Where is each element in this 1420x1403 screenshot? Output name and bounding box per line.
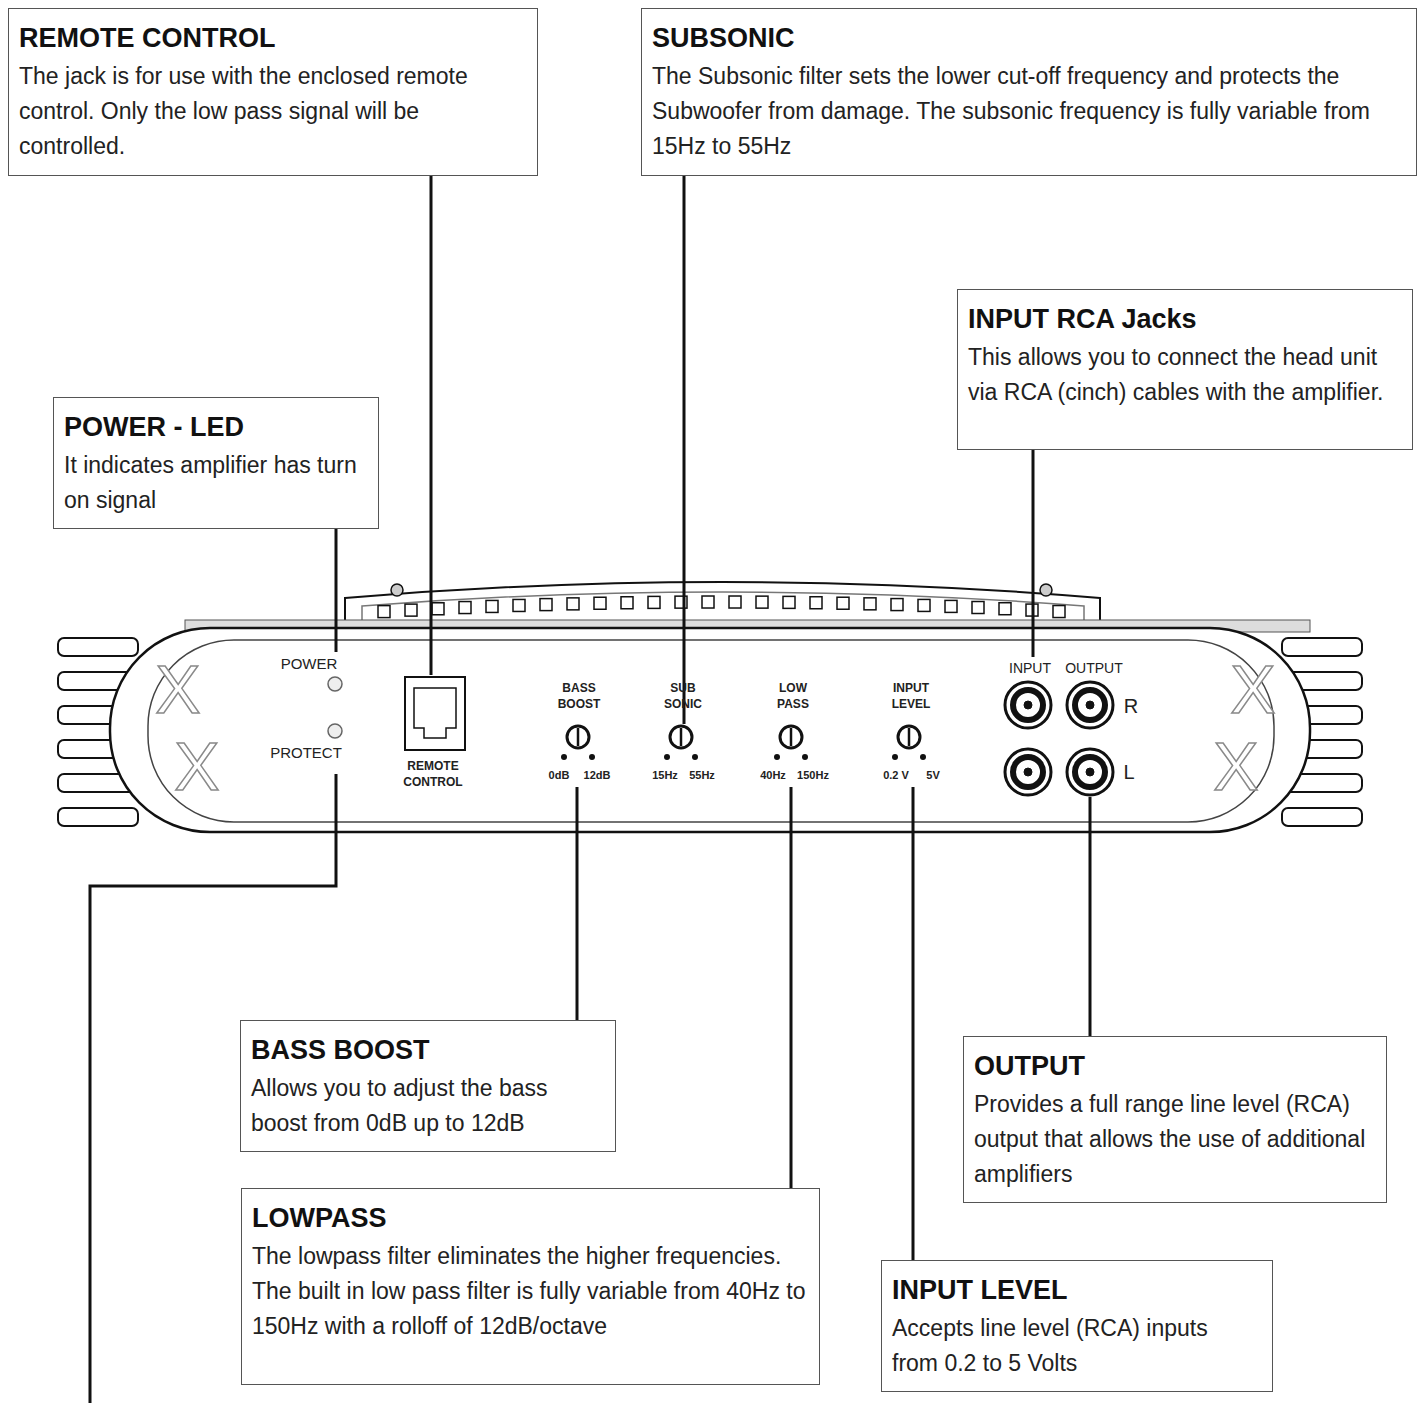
panel-label: 55Hz (689, 769, 715, 782)
logo-mark: X (155, 655, 200, 723)
vent-slot (999, 603, 1011, 615)
amplifier-body (110, 628, 1310, 832)
control-knob (561, 726, 595, 760)
callout-heading: REMOTE CONTROL (19, 21, 525, 55)
panel-label: L (1123, 760, 1134, 784)
callout-heading: INPUT RCA Jacks (968, 302, 1400, 336)
callout-heading: LOWPASS (252, 1201, 807, 1235)
callout-heading: SUBSONIC (652, 21, 1404, 55)
callout-box: INPUT RCA JacksThis allows you to connec… (957, 289, 1413, 450)
screw (1040, 584, 1052, 596)
vent-slot (837, 597, 849, 609)
vent-slot (432, 603, 444, 615)
callout-box: REMOTE CONTROL The jack is for use with t… (8, 8, 538, 176)
callout-body: The Subsonic filter sets the lower cut-o… (652, 59, 1404, 164)
panel-label: 15Hz (652, 769, 678, 782)
callout-body: Provides a full range line level (RCA) o… (974, 1087, 1374, 1192)
logo-mark: X (174, 732, 219, 800)
vent-slot (459, 602, 471, 614)
callout-body: Accepts line level (RCA) inputs from 0.2… (892, 1311, 1260, 1381)
vent-slot (1053, 606, 1065, 618)
cooling-fin (1282, 808, 1362, 826)
vent-slot (648, 596, 660, 608)
callout-heading: POWER - LED (64, 410, 366, 444)
rca-jacks (1005, 682, 1113, 795)
callout-box: INPUT LEVEL Accepts line level (RCA) inpu… (881, 1260, 1273, 1392)
panel-label: 0.2 V (883, 769, 909, 782)
panel-label: REMOTE CONTROL (393, 758, 473, 790)
control-knob (664, 726, 698, 760)
leader-line (576, 787, 579, 1020)
leader-line (683, 176, 686, 724)
remote-jack (405, 677, 465, 750)
control-knob (892, 726, 926, 760)
vent-slot (918, 599, 930, 611)
vent-slot (405, 604, 417, 616)
logo-mark: X (1213, 732, 1258, 800)
vent-slot (810, 597, 822, 609)
callout-box: POWER - LED It indicates amplifier has tu… (53, 397, 379, 529)
vent-slot (513, 599, 525, 611)
leader-line (790, 787, 793, 1188)
callout-box: OUTPUT Provides a full range line level (… (963, 1036, 1387, 1203)
callout-box: SUBSONIC The Subsonic filter sets the low… (641, 8, 1417, 176)
vent-slot (594, 597, 606, 609)
control-knob (774, 726, 808, 760)
panel-label: PROTECT (270, 744, 342, 762)
vent-slot (540, 599, 552, 611)
power-led (328, 677, 342, 691)
panel-label: 150Hz (797, 769, 829, 782)
callout-box: BASS BOOST Allows you to adjust the bass … (240, 1020, 616, 1152)
vent-slot (702, 596, 714, 608)
logo-mark: X (1230, 655, 1275, 723)
callout-heading: INPUT LEVEL (892, 1273, 1260, 1307)
vent-slot (945, 600, 957, 612)
panel-label: LOW PASS (765, 680, 821, 712)
callout-body: The lowpass filter eliminates the higher… (252, 1239, 807, 1344)
callout-body: It indicates amplifier has turn on signa… (64, 448, 366, 518)
panel-label: INPUT (1009, 660, 1051, 677)
callout-body: This allows you to connect the head unit… (968, 340, 1400, 410)
vent-slot (378, 606, 390, 618)
vent-slot (756, 596, 768, 608)
panel-label: 12dB (584, 769, 611, 782)
panel-label: OUTPUT (1065, 660, 1123, 677)
panel-label: 40Hz (760, 769, 786, 782)
vent-slot (621, 597, 633, 609)
callout-heading: BASS BOOST (251, 1033, 603, 1067)
leader-line (1032, 450, 1035, 657)
vent-slot (864, 598, 876, 610)
front-panel (148, 640, 1274, 822)
panel-label: 5V (926, 769, 939, 782)
leader-line (1089, 797, 1092, 1036)
callout-heading: OUTPUT (974, 1049, 1374, 1083)
cooling-fin (58, 638, 138, 656)
callout-body: Allows you to adjust the bass boost from… (251, 1071, 603, 1141)
screw (391, 584, 403, 596)
panel-label: BASS BOOST (551, 680, 607, 712)
vent-slot (729, 596, 741, 608)
panel-label: 0dB (549, 769, 570, 782)
vent-slot (891, 599, 903, 611)
vent-slot (486, 600, 498, 612)
panel-label: INPUT LEVEL (883, 680, 939, 712)
panel-label: POWER (281, 655, 338, 673)
callout-body: The jack is for use with the enclosed re… (19, 59, 525, 164)
vent-slot (567, 598, 579, 610)
leader-line (430, 176, 433, 675)
leader-line (912, 787, 915, 1260)
callout-box: LOWPASS The lowpass filter eliminates the… (241, 1188, 820, 1385)
leader-line (335, 529, 338, 652)
vent-slot (972, 602, 984, 614)
panel-label: SUB SONIC (655, 680, 711, 712)
cooling-fin (1282, 638, 1362, 656)
protect-led (328, 724, 342, 738)
panel-label: R (1124, 694, 1138, 718)
cooling-fin (58, 808, 138, 826)
vent-slot (783, 596, 795, 608)
